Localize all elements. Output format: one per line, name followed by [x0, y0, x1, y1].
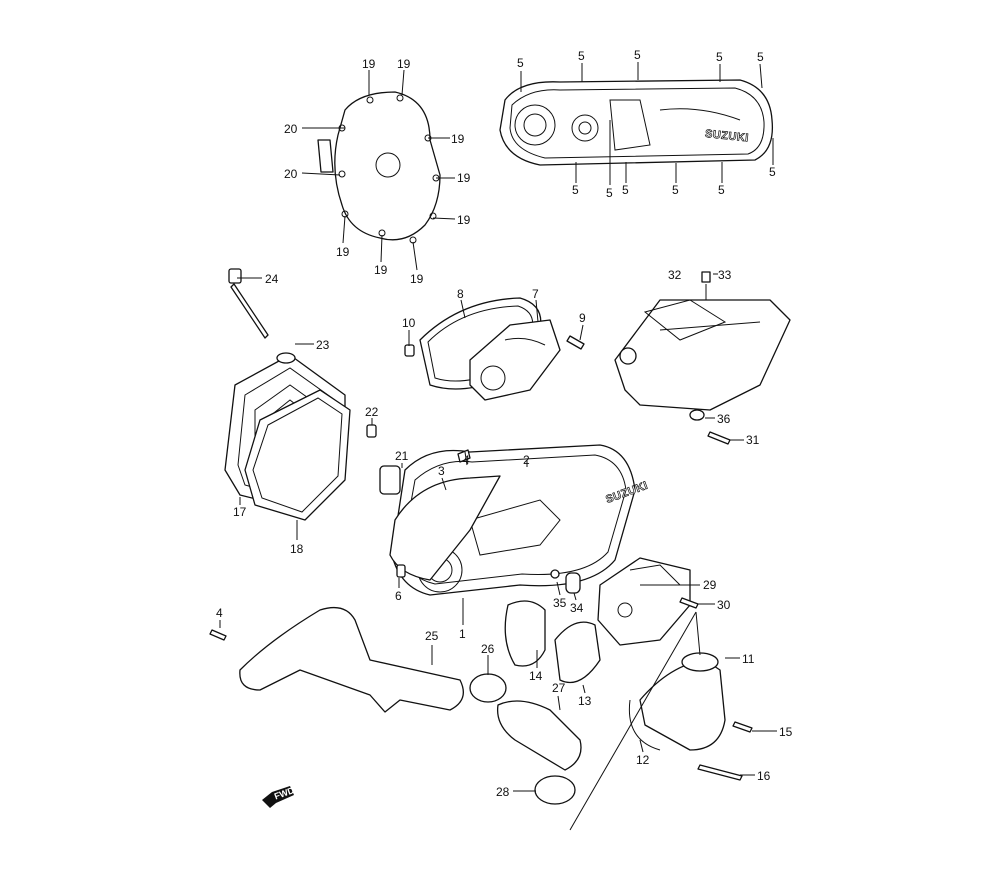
leader-lines	[219, 62, 777, 792]
callout-4: 4	[216, 606, 223, 620]
callout-5: 5	[672, 183, 679, 197]
outer-clutch-cover: SUZUKI	[499, 79, 774, 166]
bolt	[732, 721, 753, 733]
callout-28: 28	[496, 785, 510, 799]
callout-19: 19	[397, 57, 411, 71]
dowel-pin	[404, 344, 415, 357]
callout-36: 36	[717, 412, 731, 426]
callout-27: 27	[552, 681, 566, 695]
air-cleaner-cover	[614, 271, 791, 411]
callout-5: 5	[622, 183, 629, 197]
callout-2: 2	[523, 453, 530, 467]
crankcase-gasket	[244, 389, 351, 521]
callout-10: 10	[402, 316, 416, 330]
callout-15: 15	[779, 725, 793, 739]
callout-25: 25	[425, 629, 439, 643]
fwd-arrow-icon: FWD	[262, 785, 296, 808]
callout-5: 5	[769, 165, 776, 179]
callout-19: 19	[336, 245, 350, 259]
guide-lines	[569, 611, 701, 831]
callout-6: 6	[395, 589, 402, 603]
callout-31: 31	[746, 433, 760, 447]
callout-32: 32	[668, 268, 682, 282]
callout-30: 30	[717, 598, 731, 612]
connector-hose	[496, 700, 582, 771]
clip	[550, 569, 560, 579]
intake-pipe	[239, 606, 464, 713]
callout-34: 34	[570, 601, 584, 615]
callout-5: 5	[757, 50, 764, 64]
inlet-duct	[628, 652, 726, 751]
callout-16: 16	[757, 769, 771, 783]
callout-29: 29	[703, 578, 717, 592]
callout-23: 23	[316, 338, 330, 352]
callout-19: 19	[410, 272, 424, 286]
outlet-cover	[597, 557, 691, 646]
callout-5: 5	[718, 183, 725, 197]
clamp	[534, 775, 576, 805]
callout-8: 8	[457, 287, 464, 301]
callout-19: 19	[374, 263, 388, 277]
bolt	[209, 629, 227, 641]
callout-20: 20	[284, 167, 298, 181]
callout-11: 11	[742, 652, 755, 666]
callout-21: 21	[395, 449, 409, 463]
callout-19: 19	[457, 213, 471, 227]
callout-5: 5	[716, 50, 723, 64]
callout-12: 12	[636, 753, 650, 767]
callout-5: 5	[517, 56, 524, 70]
callout-1: 1	[459, 627, 466, 641]
dowel-pin	[366, 424, 377, 438]
suzuki-logo: SUZUKI	[704, 128, 749, 145]
callout-7: 7	[532, 287, 539, 301]
callout-26: 26	[481, 642, 495, 656]
bolt	[697, 764, 743, 781]
filter-cap	[554, 621, 601, 684]
callout-19: 19	[362, 57, 376, 71]
callout-9: 9	[579, 311, 586, 325]
callout-20: 20	[284, 122, 298, 136]
seal	[504, 600, 546, 667]
bolt	[679, 597, 699, 609]
inner-cover	[469, 319, 561, 401]
callout-35: 35	[553, 596, 567, 610]
bolt	[457, 449, 471, 463]
collar	[379, 465, 401, 495]
callout-5: 5	[606, 186, 613, 200]
callout-17: 17	[233, 505, 247, 519]
bolt	[707, 431, 731, 445]
washer	[689, 409, 705, 421]
callout-18: 18	[290, 542, 304, 556]
clamp	[469, 673, 507, 703]
callout-14: 14	[529, 669, 543, 683]
callout-5: 5	[572, 183, 579, 197]
callout-4: 4	[463, 453, 470, 467]
callout-24: 24	[265, 272, 279, 286]
callout-33: 33	[718, 268, 732, 282]
callout-13: 13	[578, 694, 592, 708]
callout-5: 5	[634, 48, 641, 62]
callout-19: 19	[457, 171, 471, 185]
callout-numbers: 19 19 20 19 20 19 19 19 19 19 5 5 5 5 5 …	[216, 48, 793, 799]
callout-22: 22	[365, 405, 379, 419]
callout-19: 19	[451, 132, 465, 146]
oil-level-gauge	[228, 268, 269, 339]
callout-5: 5	[578, 49, 585, 63]
dowel-pin	[396, 564, 406, 578]
plug	[565, 572, 581, 594]
bolt	[566, 335, 585, 350]
callout-3: 3	[438, 464, 445, 478]
generator-cover-gasket	[317, 91, 441, 244]
